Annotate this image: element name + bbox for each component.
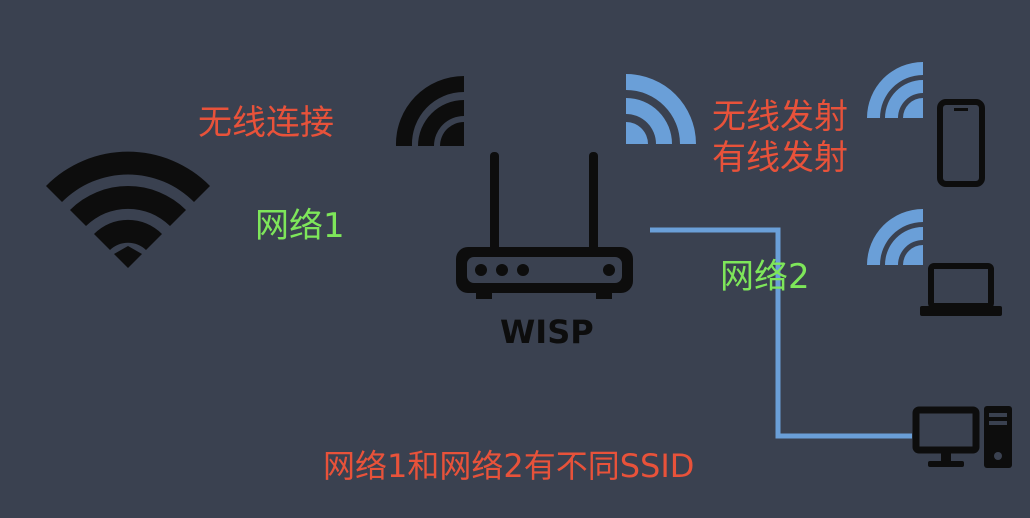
network2-label: 网络2 xyxy=(720,257,810,297)
device-name-label: WISP xyxy=(500,313,594,351)
ssid-note: 网络1和网络2有不同SSID xyxy=(323,447,695,485)
signal-icon xyxy=(395,75,464,146)
wireless-connection-label: 无线连接 xyxy=(198,103,334,143)
router-icon xyxy=(456,152,633,299)
signal-icon xyxy=(867,62,923,118)
wired-link xyxy=(650,227,912,439)
wireless-emit-label: 无线发射 xyxy=(712,97,848,137)
smartphone-icon xyxy=(937,99,985,187)
laptop-icon xyxy=(920,263,1002,316)
network1-label: 网络1 xyxy=(255,206,345,246)
desktop-computer-icon xyxy=(912,406,1012,468)
signal-icon xyxy=(626,74,696,144)
signal-icon xyxy=(867,209,923,265)
wifi-icon xyxy=(46,151,210,268)
wired-emit-label: 有线发射 xyxy=(712,138,848,178)
